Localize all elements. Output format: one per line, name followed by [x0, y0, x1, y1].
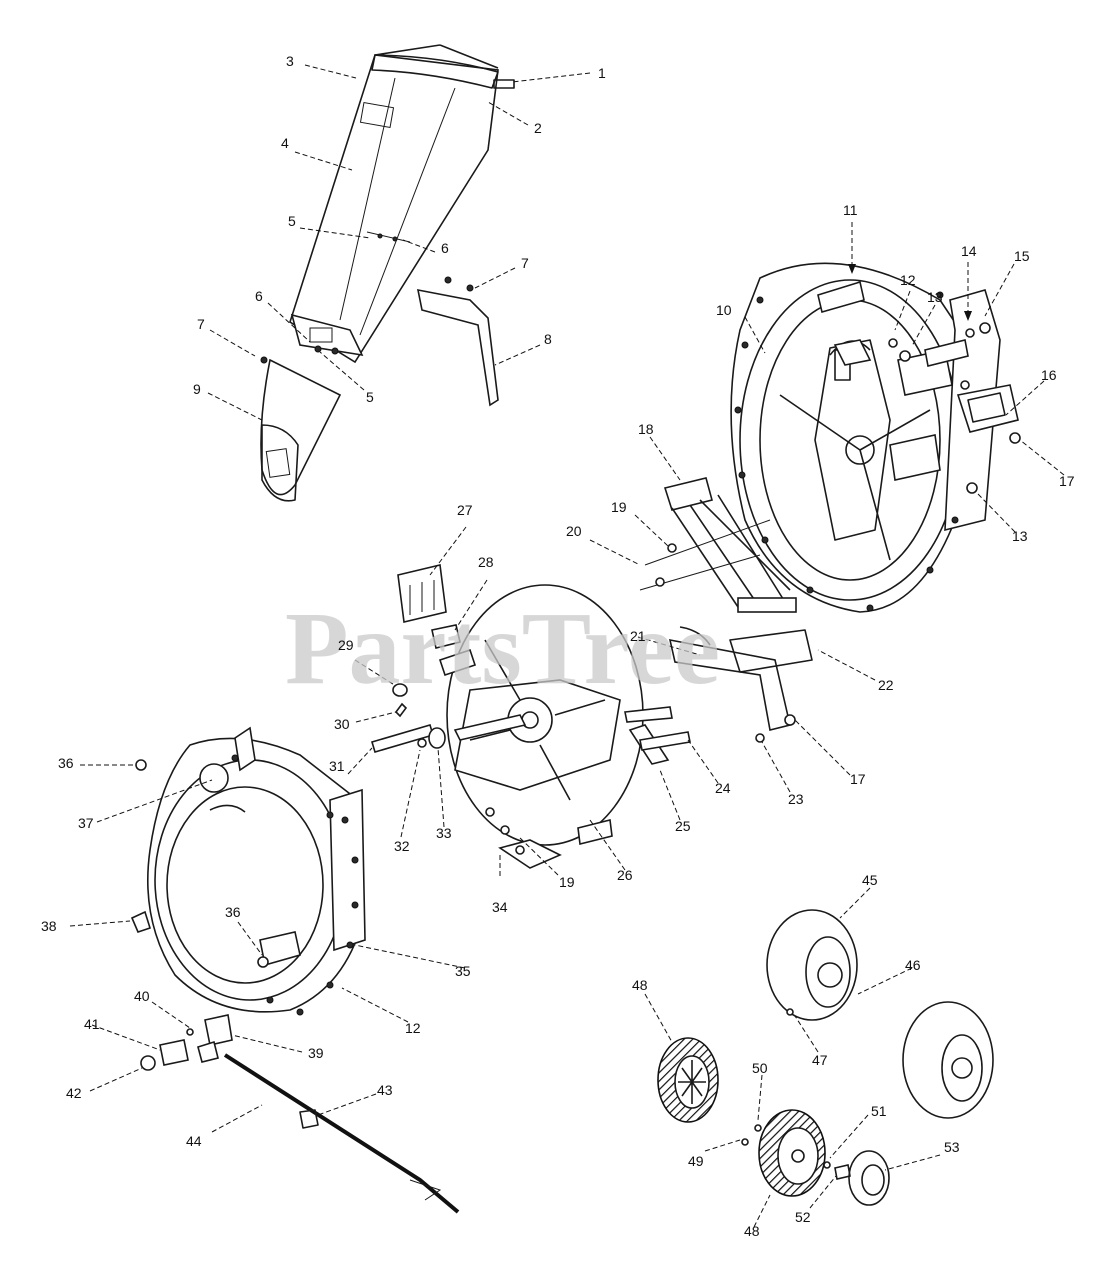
impeller-parts — [371, 564, 691, 869]
callout-50: 50 — [752, 1060, 768, 1076]
callout-6: 6 — [255, 288, 263, 304]
callout-8: 8 — [544, 331, 552, 347]
lower-mount-bracket — [668, 626, 813, 743]
callout-49: 49 — [688, 1153, 704, 1169]
callout-35: 35 — [455, 963, 471, 979]
callout-53: 53 — [944, 1139, 960, 1155]
callout-47: 47 — [812, 1052, 828, 1068]
callout-27: 27 — [457, 502, 473, 518]
callout-17: 17 — [850, 771, 866, 787]
front-housing — [147, 726, 366, 1016]
callout-48: 48 — [744, 1223, 760, 1239]
callout-3: 3 — [286, 53, 294, 69]
tread-wheel-48-lower — [741, 1109, 890, 1206]
watermark-text: PartsTree — [285, 591, 720, 706]
callout-6: 6 — [441, 240, 449, 256]
callout-25: 25 — [675, 818, 691, 834]
callout-38: 38 — [41, 918, 57, 934]
callout-22: 22 — [878, 677, 894, 693]
callout-31: 31 — [329, 758, 345, 774]
callout-30: 30 — [334, 716, 350, 732]
discharge-chute — [289, 44, 515, 364]
callout-19: 19 — [611, 499, 627, 515]
front-housing-bolts — [231, 754, 359, 1016]
callout-12: 12 — [405, 1020, 421, 1036]
callout-18: 18 — [638, 421, 654, 437]
callout-33: 33 — [436, 825, 452, 841]
callout-39: 39 — [308, 1045, 324, 1061]
callout-13: 13 — [1012, 528, 1028, 544]
callout-46: 46 — [905, 957, 921, 973]
impeller — [438, 584, 644, 846]
rear-housing — [730, 262, 1001, 613]
callout-41: 41 — [84, 1016, 100, 1032]
callout-48: 48 — [632, 977, 648, 993]
callout-21: 21 — [630, 628, 646, 644]
callout-52: 52 — [795, 1209, 811, 1225]
callout-24: 24 — [715, 780, 731, 796]
callout-17: 17 — [1059, 473, 1075, 489]
callout-43: 43 — [377, 1082, 393, 1098]
callout-16: 16 — [1041, 367, 1057, 383]
callout-32: 32 — [394, 838, 410, 854]
callout-44: 44 — [186, 1133, 202, 1149]
callout-7: 7 — [521, 255, 529, 271]
callout-1: 1 — [598, 65, 606, 81]
callout-10: 10 — [716, 302, 732, 318]
wheel-assembly-45 — [766, 909, 858, 1021]
callout-29: 29 — [338, 637, 354, 653]
callout-2: 2 — [534, 120, 542, 136]
callout-15: 15 — [1014, 248, 1030, 264]
callout-36: 36 — [225, 904, 241, 920]
callout-14: 14 — [961, 243, 977, 259]
callout-51: 51 — [871, 1103, 887, 1119]
chute-bracket — [366, 231, 499, 407]
callout-36: 36 — [58, 755, 74, 771]
tread-wheel-48-upper — [657, 1037, 719, 1123]
callout-28: 28 — [478, 554, 494, 570]
callout-26: 26 — [617, 867, 633, 883]
wheel-tire — [902, 1001, 994, 1119]
callout-5: 5 — [288, 213, 296, 229]
leader-lines — [69, 64, 1065, 1228]
callout-labels: 1 2 3 4 5 5 6 6 7 7 8 9 10 11 12 12 13 1… — [41, 53, 1075, 1239]
impeller-paddle-set — [639, 477, 797, 613]
callout-40: 40 — [134, 988, 150, 1004]
callout-9: 9 — [193, 381, 201, 397]
callout-34: 34 — [492, 899, 508, 915]
control-cable — [140, 1014, 460, 1214]
rear-small-parts — [817, 280, 1021, 494]
housing-bolts — [734, 291, 959, 612]
callout-5: 5 — [366, 389, 374, 405]
callout-42: 42 — [66, 1085, 82, 1101]
callout-13: 13 — [927, 289, 943, 305]
callout-11: 11 — [843, 202, 858, 218]
callout-45: 45 — [862, 872, 878, 888]
chute-deflector — [260, 356, 342, 502]
callout-19: 19 — [559, 874, 575, 890]
callout-37: 37 — [78, 815, 94, 831]
callout-12: 12 — [900, 272, 916, 288]
callout-7: 7 — [197, 316, 205, 332]
callout-4: 4 — [281, 135, 289, 151]
front-small-parts — [130, 759, 269, 968]
callout-20: 20 — [566, 523, 582, 539]
callout-23: 23 — [788, 791, 804, 807]
